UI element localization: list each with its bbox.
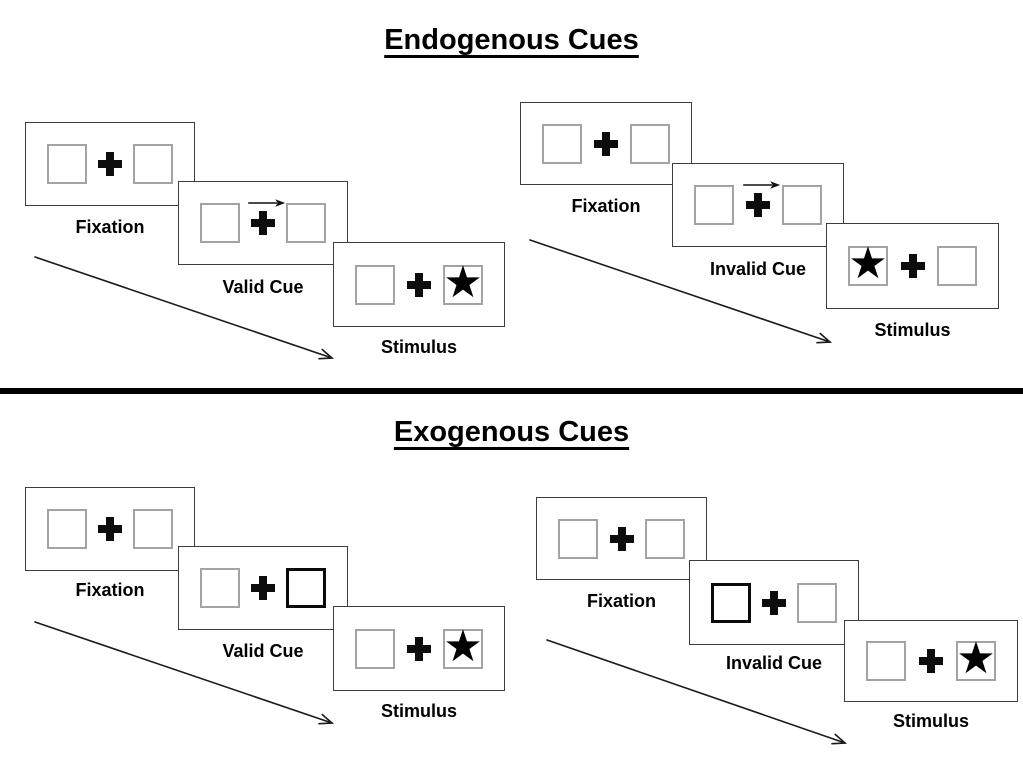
section-title-endogenous: Endogenous Cues: [384, 24, 639, 56]
left-placeholder-box: [542, 123, 582, 164]
endo-valid-cue-panel: [178, 181, 348, 265]
panel-label: Fixation: [571, 196, 641, 216]
timeline-arrow-endogenous-valid: [34, 256, 335, 360]
right-placeholder-box: [782, 185, 822, 225]
right-arrow-cue-icon: [248, 199, 286, 207]
panel-label: Fixation: [586, 591, 656, 611]
star-stimulus-icon: ★: [443, 256, 483, 308]
left-placeholder-box: [47, 144, 87, 184]
right-placeholder-box: [286, 203, 326, 243]
left-highlight-cue-box: [711, 582, 751, 623]
endo-invalid-fixation-panel: [520, 102, 692, 185]
star-stimulus-icon: ★: [848, 238, 888, 289]
panel-label: Valid Cue: [222, 641, 304, 661]
right-highlight-cue-box: [286, 568, 326, 608]
fixation-cross-icon: [919, 649, 943, 673]
right-arrow-cue-icon: [743, 181, 781, 189]
right-placeholder-box: [937, 246, 977, 286]
endo-valid-fixation-panel: [25, 122, 195, 206]
exo-invalid-stimulus-panel: ★: [844, 620, 1018, 702]
right-stimulus-box: ★: [443, 624, 483, 669]
fixation-cross-icon: [98, 152, 122, 176]
star-stimulus-icon: ★: [443, 620, 483, 672]
fixation-cross-icon: [407, 637, 431, 661]
exo-valid-fixation-panel: [25, 487, 195, 571]
fixation-cross-icon: [251, 576, 275, 600]
exo-invalid-fixation-panel: [536, 497, 707, 580]
exo-valid-cue-panel: [178, 546, 348, 630]
timeline-arrow-endogenous-invalid: [529, 239, 833, 344]
panel-label: Fixation: [75, 217, 145, 237]
exo-valid-stimulus-panel: ★: [333, 606, 505, 691]
endo-invalid-stimulus-panel: ★: [826, 223, 999, 309]
left-placeholder-box: [200, 203, 240, 243]
panel-label: Valid Cue: [222, 277, 304, 297]
section-title-exogenous: Exogenous Cues: [393, 416, 630, 448]
fixation-cross-icon: [610, 527, 634, 551]
right-placeholder-box: [133, 509, 173, 549]
endo-valid-stimulus-panel: ★: [333, 242, 505, 327]
right-placeholder-box: [133, 144, 173, 184]
right-stimulus-box: ★: [956, 637, 996, 681]
panel-label: Stimulus: [892, 711, 969, 731]
left-placeholder-box: [47, 509, 87, 549]
panel-label: Stimulus: [874, 320, 951, 340]
left-placeholder-box: [355, 628, 395, 669]
panel-label: Stimulus: [380, 337, 457, 357]
left-placeholder-box: [694, 185, 734, 225]
panel-label: Stimulus: [380, 701, 457, 721]
panel-label: Invalid Cue: [725, 653, 823, 673]
panel-label: Fixation: [75, 580, 145, 600]
left-placeholder-box: [558, 518, 598, 559]
left-placeholder-box: [200, 568, 240, 608]
section-divider: [0, 388, 1023, 394]
left-placeholder-box: [355, 264, 395, 305]
exo-invalid-cue-panel: [689, 560, 859, 645]
endo-invalid-cue-panel: [672, 163, 844, 247]
right-stimulus-box: ★: [443, 260, 483, 305]
fixation-cross-icon: [248, 199, 286, 235]
right-placeholder-box: [645, 518, 685, 559]
fixation-cross-icon: [762, 591, 786, 615]
fixation-cross-icon: [743, 181, 781, 217]
star-stimulus-icon: ★: [956, 633, 996, 684]
timeline-arrow-exogenous-valid: [34, 621, 335, 725]
right-placeholder-box: [797, 582, 837, 623]
left-placeholder-box: [866, 641, 906, 681]
panel-label: Invalid Cue: [709, 259, 807, 279]
fixation-cross-icon: [407, 273, 431, 297]
right-placeholder-box: [630, 123, 670, 164]
fixation-cross-icon: [594, 132, 618, 156]
fixation-cross-icon: [901, 254, 925, 278]
fixation-cross-icon: [98, 517, 122, 541]
left-stimulus-box: ★: [848, 242, 888, 286]
